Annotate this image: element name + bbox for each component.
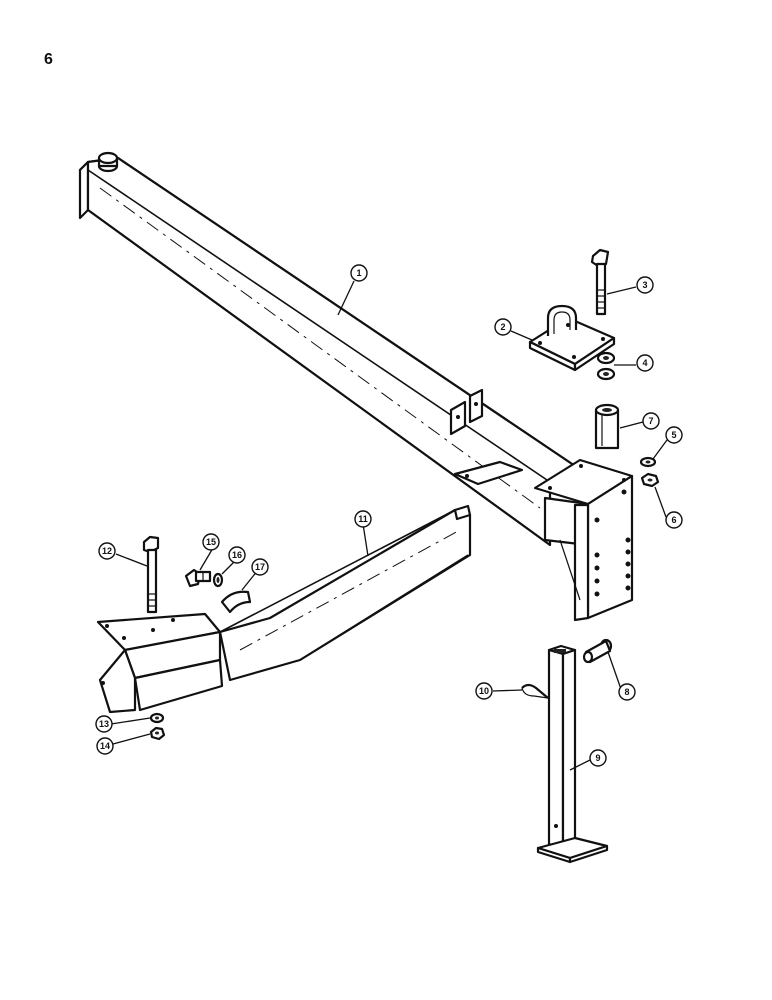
svg-text:9: 9 [595,753,600,763]
page-number: 6 [44,51,53,68]
hair-pin-clip [521,683,549,699]
washer-nut-pair [639,456,660,488]
tongue-beam [78,151,634,622]
hitch-plate-holes [594,489,631,597]
jack-stand [536,644,609,864]
callout-7: 7 [642,412,660,430]
svg-text:17: 17 [255,562,265,572]
callout-2: 2 [494,318,512,336]
svg-text:8: 8 [624,687,629,697]
small-bolt-assembly [184,568,252,614]
svg-text:13: 13 [99,719,109,729]
gooseneck-extension [96,504,472,714]
callout-10: 10 [475,682,493,700]
svg-text:14: 14 [100,741,110,751]
bushing-sleeve [594,403,620,450]
hitch-pin [582,638,613,664]
callout-13: 13 [95,715,113,733]
callout-17: 17 [251,558,269,576]
svg-text:1: 1 [356,268,361,278]
svg-text:12: 12 [102,546,112,556]
lower-washer-nut [149,712,166,741]
svg-text:7: 7 [648,416,653,426]
callout-11: 11 [354,510,372,528]
callout-12: 12 [98,542,116,560]
callout-3: 3 [636,276,654,294]
svg-text:2: 2 [500,322,505,332]
leader-lines [110,280,668,771]
callout-8: 8 [618,683,636,701]
callout-1: 1 [350,264,368,282]
callout-14: 14 [96,737,114,755]
callout-9: 9 [589,749,607,767]
svg-text:15: 15 [206,537,216,547]
callout-5: 5 [665,426,683,444]
svg-text:6: 6 [671,515,676,525]
callout-4: 4 [636,354,654,372]
svg-text:3: 3 [642,280,647,290]
svg-text:16: 16 [232,550,242,560]
svg-text:4: 4 [642,358,647,368]
svg-text:11: 11 [358,514,368,524]
long-bolt [142,535,160,614]
callout-6: 6 [665,511,683,529]
callout-16: 16 [228,546,246,564]
bolt-upright [590,248,610,316]
callout-15: 15 [202,533,220,551]
svg-text:5: 5 [671,430,676,440]
u-bolt-plate [528,304,616,372]
svg-text:10: 10 [479,686,489,696]
nut-pair [596,351,616,381]
